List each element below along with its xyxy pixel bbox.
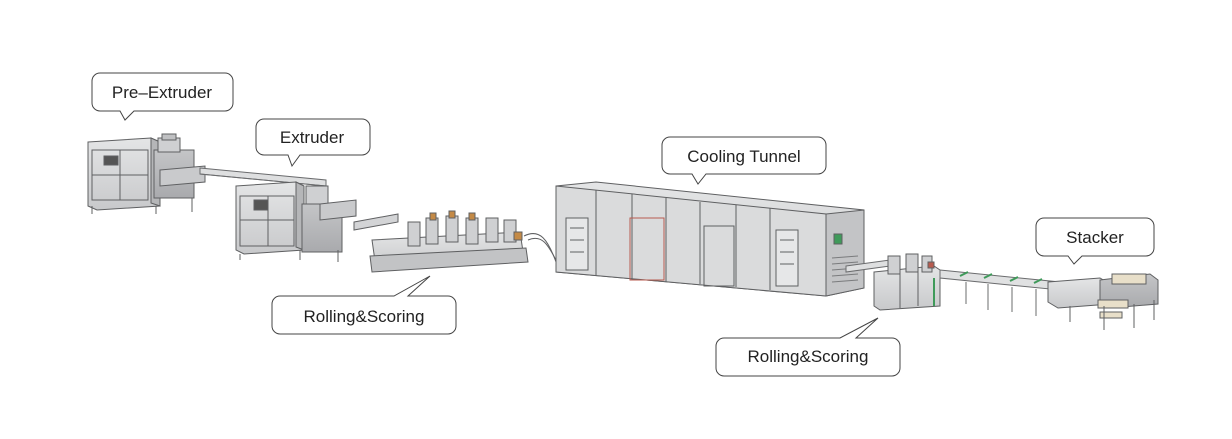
callout-label: Extruder <box>280 128 345 147</box>
callout-rolling-scoring-2: Rolling&Scoring <box>715 317 901 377</box>
conveyor-3 <box>939 269 1061 316</box>
callout-bubble <box>661 136 827 185</box>
callout-label: Rolling&Scoring <box>304 307 425 326</box>
callout-stacker: Stacker <box>1035 217 1155 265</box>
conveyor-1 <box>199 167 327 187</box>
callout-bubble <box>255 118 371 168</box>
pre-extruder-machine <box>87 133 206 214</box>
callout-cooling-tunnel: Cooling Tunnel <box>661 136 827 185</box>
stacker-machine <box>1047 273 1159 330</box>
callout-pre-extruder: Pre–Extruder <box>91 72 234 121</box>
callout-bubble <box>91 72 234 121</box>
callout-label: Rolling&Scoring <box>748 347 869 366</box>
rolling-scoring-machine-2 <box>873 253 941 311</box>
callout-bubble <box>271 275 457 335</box>
callout-extruder: Extruder <box>255 118 371 168</box>
callout-rolling-scoring-1: Rolling&Scoring <box>271 275 457 335</box>
cooling-tunnel-machine <box>555 181 865 297</box>
callout-bubble <box>1035 217 1155 265</box>
callout-label: Cooling Tunnel <box>687 147 800 166</box>
callout-bubble <box>715 317 901 377</box>
callout-label: Stacker <box>1066 228 1124 247</box>
extruder-machine <box>235 181 357 262</box>
rolling-scoring-machine-1 <box>353 210 559 273</box>
callout-label: Pre–Extruder <box>112 83 212 102</box>
